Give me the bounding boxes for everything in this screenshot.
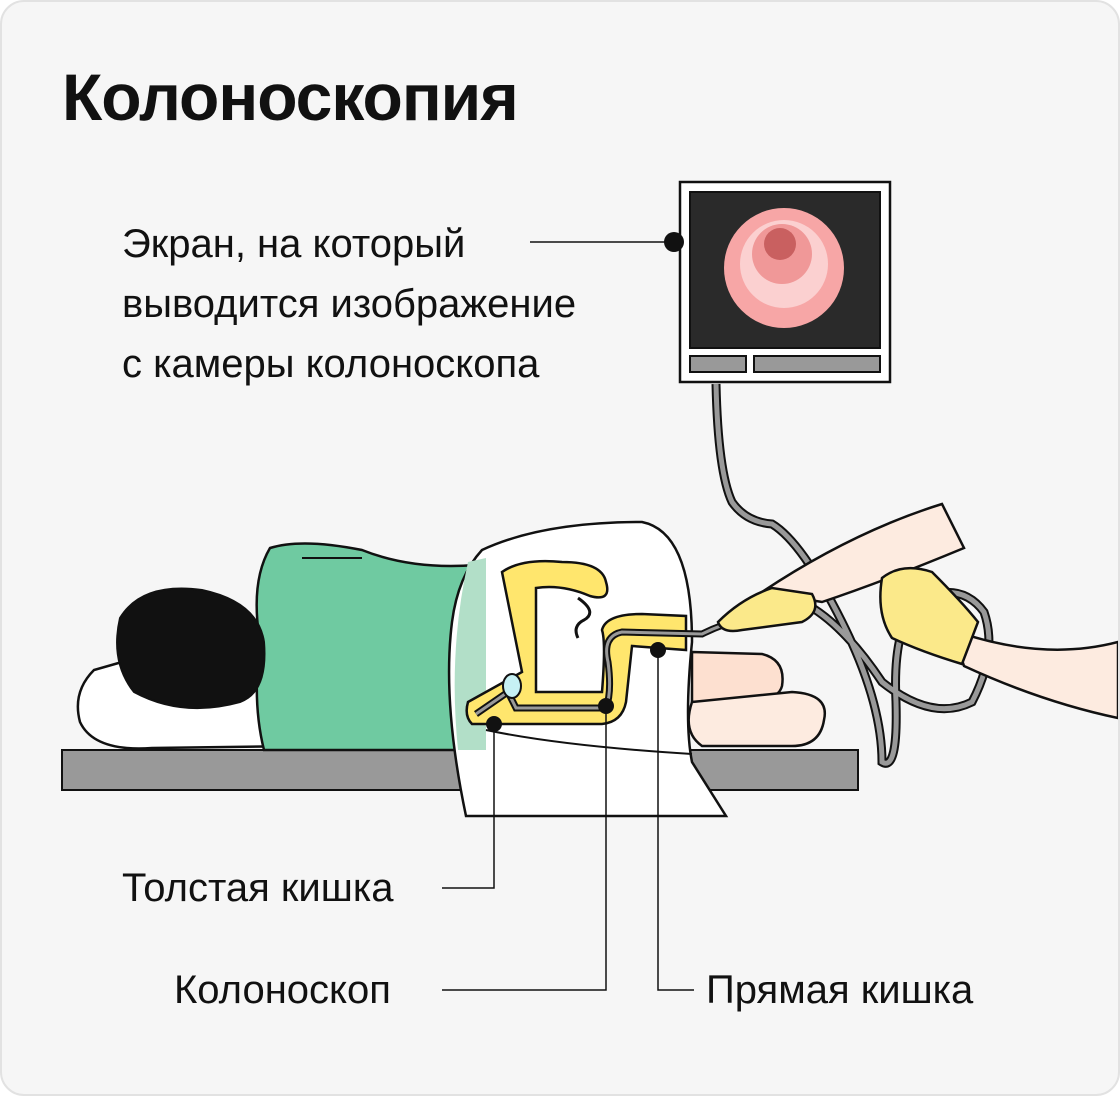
doctor-arm-left [758, 502, 966, 604]
patient-foot-front [687, 690, 827, 748]
colon-leader [442, 724, 495, 889]
screen-marker [664, 232, 684, 252]
small-intestine [574, 596, 592, 639]
rectum-marker [650, 642, 666, 658]
monitor-button-right [753, 355, 881, 373]
doctor-glove-left [716, 586, 817, 633]
colonoscope-leader [442, 706, 607, 991]
screen-label: Экран, на который выводится изображение … [122, 214, 576, 394]
rectum-label: Прямая кишка [706, 968, 974, 1012]
rectum-leader [657, 650, 694, 991]
screen-label-line: Экран, на который [122, 222, 466, 266]
patient-head [116, 587, 266, 710]
doctor-glove-right [879, 566, 980, 666]
doctor-arm-right [950, 627, 1118, 720]
colonoscope-label: Колоноскоп [174, 968, 391, 1012]
colonoscope-marker [598, 698, 614, 714]
screen-label-line: выводится изображение [122, 282, 577, 326]
screen-label-line: с камеры колоноскопа [122, 342, 540, 386]
sheet-fold [485, 729, 693, 755]
colonoscope-tip [502, 673, 522, 699]
colon-label: Толстая кишка [122, 866, 394, 910]
colon-marker [486, 716, 502, 732]
page-title: Колоноскопия [62, 60, 519, 134]
monitor-button-left [689, 355, 747, 373]
